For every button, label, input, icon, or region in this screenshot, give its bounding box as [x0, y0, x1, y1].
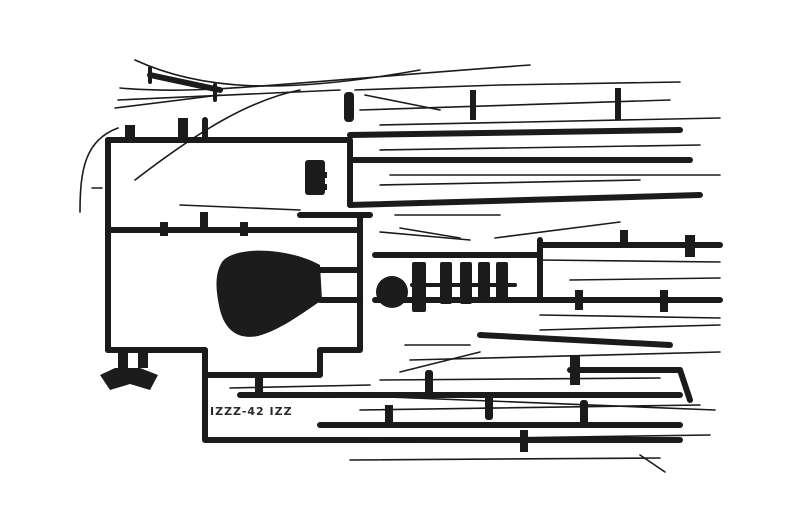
- wire-parts: [79, 59, 721, 473]
- ball-part: [376, 276, 408, 308]
- pedal-part: [100, 368, 158, 390]
- saddle-part: [216, 250, 322, 337]
- sprocket-part: [305, 172, 327, 190]
- sprue-marking: IZZZ-42 IZZ: [210, 405, 293, 418]
- gear-cluster-part: [410, 262, 517, 312]
